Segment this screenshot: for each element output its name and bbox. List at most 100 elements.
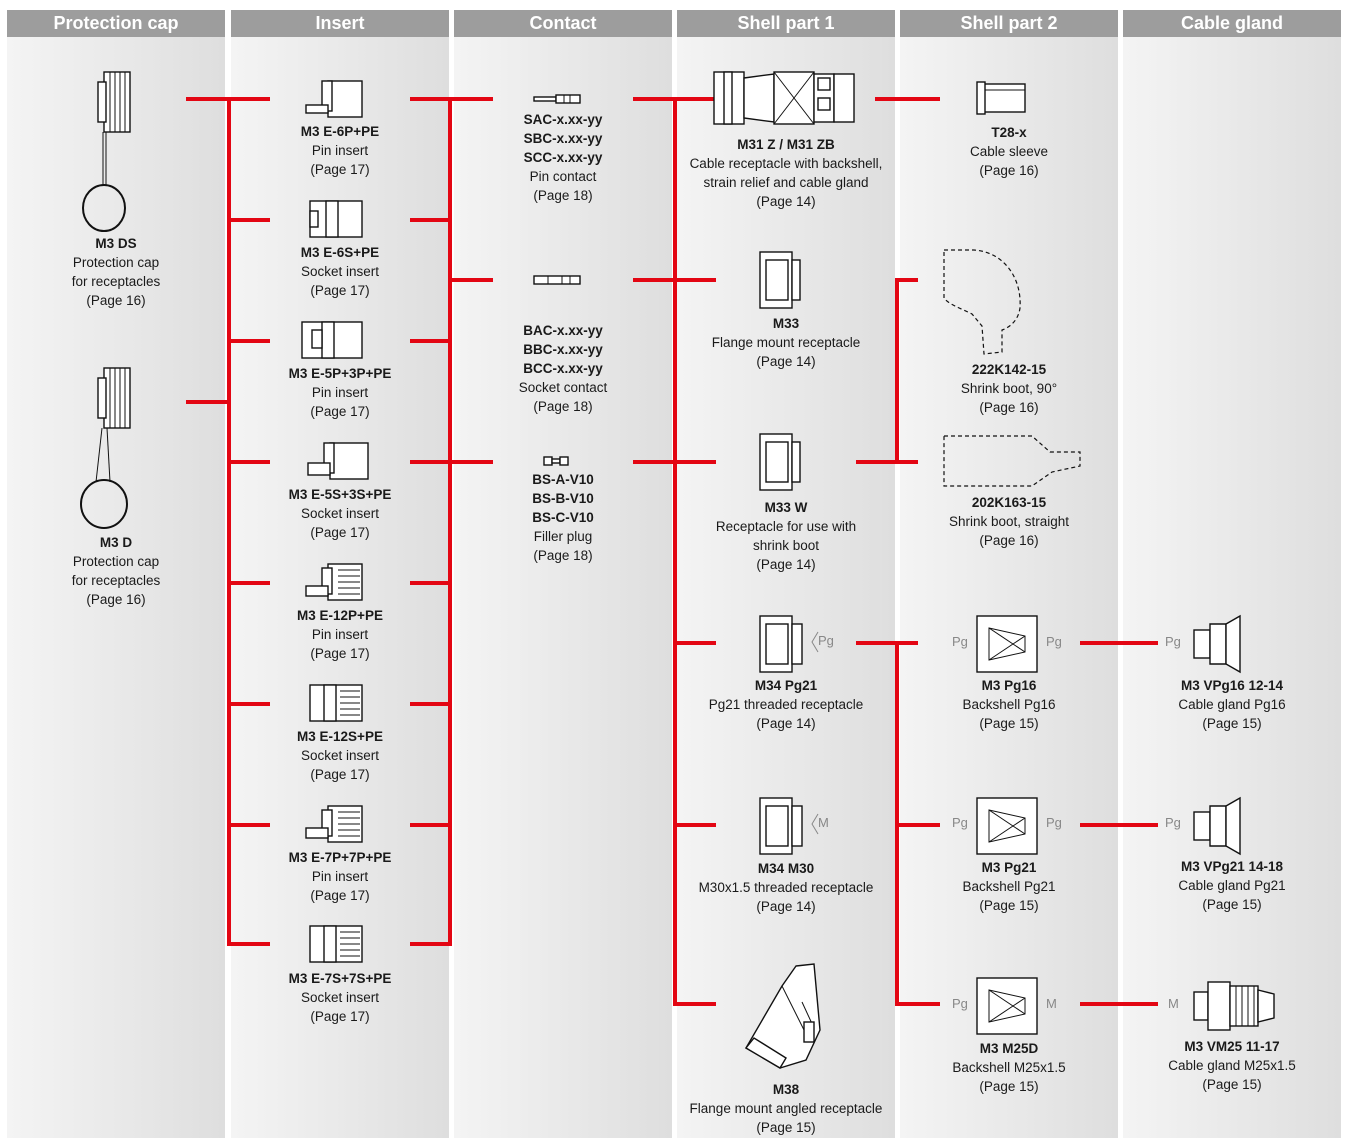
backshell-icon	[975, 614, 1055, 674]
insert-e-12p-pe[interactable]: M3 E-12P+PE Pin insert (Page 17)	[250, 606, 430, 663]
part-number: M3 E-6S+PE	[300, 245, 380, 260]
thread-label: Pg	[1046, 815, 1062, 830]
page-reference: (Page 18)	[533, 548, 593, 563]
gland-vpg21[interactable]: M3 VPg21 14-18 Cable gland Pg21 (Page 15…	[1142, 857, 1322, 914]
shell2-m3-m25d[interactable]: M3 M25D Backshell M25x1.5 (Page 15)	[919, 1039, 1099, 1096]
thread-label: Pg	[952, 996, 968, 1011]
receptacle-shrink-boot-icon	[758, 432, 808, 492]
pin-insert-icon	[300, 320, 366, 360]
socket-insert-icon	[306, 199, 368, 239]
part-description: Protection cap	[72, 255, 160, 270]
thread-label: Pg	[952, 634, 968, 649]
page-reference: (Page 14)	[756, 194, 816, 209]
part-number: M34 Pg21	[754, 678, 818, 693]
insert-e-7s-7s-pe[interactable]: M3 E-7S+7S+PE Socket insert (Page 17)	[250, 969, 430, 1026]
part-number: SAC-x.xx-yy	[523, 112, 603, 127]
column-bg-cable-gland	[1123, 10, 1341, 1138]
part-description: Backshell Pg16	[962, 697, 1056, 712]
part-description: Cable gland M25x1.5	[1168, 1058, 1296, 1073]
column-header-shell-part-1: Shell part 1	[677, 10, 895, 37]
part-description: Cable receptacle with backshell,	[689, 156, 883, 171]
shell-m34-m30[interactable]: M34 M30 M30x1.5 threaded receptacle (Pag…	[676, 859, 896, 916]
page-reference: (Page 17)	[310, 525, 370, 540]
part-description: M30x1.5 threaded receptacle	[698, 880, 874, 895]
shell2-shrink-boot-straight[interactable]: 202K163-15 Shrink boot, straight (Page 1…	[919, 493, 1099, 550]
shell-m34-pg21[interactable]: M34 Pg21 Pg21 threaded receptacle (Page …	[676, 676, 896, 733]
insert-e-7p-7p-pe[interactable]: M3 E-7P+7P+PE Pin insert (Page 17)	[250, 848, 430, 905]
part-number: BCC-x.xx-yy	[523, 361, 603, 376]
shell2-m3-pg21[interactable]: M3 Pg21 Backshell Pg21 (Page 15)	[919, 858, 1099, 915]
part-description: Socket insert	[300, 506, 380, 521]
part-number: M33 W	[764, 500, 808, 515]
insert-e-5s-3s-pe[interactable]: M3 E-5S+3S+PE Socket insert (Page 17)	[250, 485, 430, 542]
part-number: BS-B-V10	[532, 491, 594, 506]
part-number: BS-C-V10	[532, 510, 594, 525]
part-number: M3 E-7P+7P+PE	[288, 850, 392, 865]
part-description: Flange mount receptacle	[711, 335, 861, 350]
thread-label: Pg	[1165, 634, 1181, 649]
page-reference: (Page 18)	[533, 188, 593, 203]
shell-m33[interactable]: M33 Flange mount receptacle (Page 14)	[676, 314, 896, 371]
part-number: M3 Pg16	[981, 678, 1037, 693]
part-number: M3 E-7S+7S+PE	[288, 971, 392, 986]
socket-insert-icon	[306, 441, 372, 481]
protection-cap-ds[interactable]: M3 DS Protection cap for receptacles (Pa…	[26, 234, 206, 310]
column-header-insert: Insert	[231, 10, 449, 37]
part-number: M3 M25D	[979, 1041, 1039, 1056]
insert-e-6p-pe[interactable]: M3 E-6P+PE Pin insert (Page 17)	[250, 122, 430, 179]
shell-m33w[interactable]: M33 W Receptacle for use with shrink boo…	[676, 498, 896, 574]
gland-vm25[interactable]: M3 VM25 11-17 Cable gland M25x1.5 (Page …	[1142, 1037, 1322, 1094]
page-reference: (Page 17)	[310, 767, 370, 782]
part-number: SBC-x.xx-yy	[523, 131, 603, 146]
page-reference: (Page 18)	[533, 399, 593, 414]
part-number: M3 E-12S+PE	[297, 729, 383, 744]
part-number: M3 D	[99, 535, 133, 550]
flange-receptacle-icon	[758, 250, 808, 310]
gland-vpg16[interactable]: M3 VPg16 12-14 Cable gland Pg16 (Page 15…	[1142, 676, 1322, 733]
part-number: T28-x	[991, 125, 1027, 140]
part-number: M31 Z / M31 ZB	[737, 137, 835, 152]
cable-sleeve-icon	[975, 80, 1035, 116]
part-number: 202K163-15	[971, 495, 1047, 510]
shell-m38[interactable]: M38 Flange mount angled receptacle (Page…	[676, 1080, 896, 1137]
shell2-m3-pg16[interactable]: M3 Pg16 Backshell Pg16 (Page 15)	[919, 676, 1099, 733]
pin-contact-icon	[533, 94, 584, 104]
insert-e-5p-3p-pe[interactable]: M3 E-5P+3P+PE Pin insert (Page 17)	[250, 364, 430, 421]
part-number: 222K142-15	[971, 362, 1047, 377]
contact-socket[interactable]: BAC-x.xx-yy BBC-x.xx-yy BCC-x.xx-yy Sock…	[473, 321, 653, 416]
shell2-t28[interactable]: T28-x Cable sleeve (Page 16)	[919, 123, 1099, 180]
column-bg-protection-cap	[7, 10, 225, 1138]
page-reference: (Page 14)	[756, 557, 816, 572]
shell-m31z[interactable]: M31 Z / M31 ZB Cable receptacle with bac…	[676, 135, 896, 211]
part-number: BAC-x.xx-yy	[523, 323, 603, 338]
part-description: for receptacles	[71, 573, 161, 588]
page-reference: (Page 14)	[756, 354, 816, 369]
insert-e-12s-pe[interactable]: M3 E-12S+PE Socket insert (Page 17)	[250, 727, 430, 784]
part-number: M38	[772, 1082, 800, 1097]
part-number: M3 Pg21	[981, 860, 1037, 875]
insert-e-6s-pe[interactable]: M3 E-6S+PE Socket insert (Page 17)	[250, 243, 430, 300]
page-reference: (Page 16)	[979, 533, 1039, 548]
page-reference: (Page 16)	[979, 400, 1039, 415]
part-description: Cable gland Pg16	[1178, 697, 1286, 712]
backshell-icon	[975, 976, 1055, 1036]
contact-pin[interactable]: SAC-x.xx-yy SBC-x.xx-yy SCC-x.xx-yy Pin …	[473, 110, 653, 205]
cable-gland-icon	[1192, 796, 1252, 856]
part-description: Pin insert	[311, 627, 369, 642]
contact-filler-plug[interactable]: BS-A-V10 BS-B-V10 BS-C-V10 Filler plug (…	[473, 470, 653, 565]
part-description: Cable sleeve	[969, 144, 1049, 159]
protection-cap-d[interactable]: M3 D Protection cap for receptacles (Pag…	[26, 533, 206, 609]
socket-insert-icon	[306, 683, 368, 723]
shrink-boot-straight-icon	[940, 432, 1090, 492]
part-number: M3 E-5P+3P+PE	[288, 366, 392, 381]
part-description: Backshell M25x1.5	[952, 1060, 1066, 1075]
shell2-shrink-boot-90[interactable]: 222K142-15 Shrink boot, 90° (Page 16)	[919, 360, 1099, 417]
page-reference: (Page 15)	[1202, 1077, 1262, 1092]
thread-label: Pg	[1046, 634, 1062, 649]
column-bg-contact	[454, 10, 672, 1138]
page-reference: (Page 15)	[979, 1079, 1039, 1094]
pin-insert-icon	[304, 804, 366, 844]
protection-cap-d-icon	[80, 364, 136, 534]
filler-plug-icon	[543, 456, 570, 466]
thread-label: Pg	[1165, 815, 1181, 830]
